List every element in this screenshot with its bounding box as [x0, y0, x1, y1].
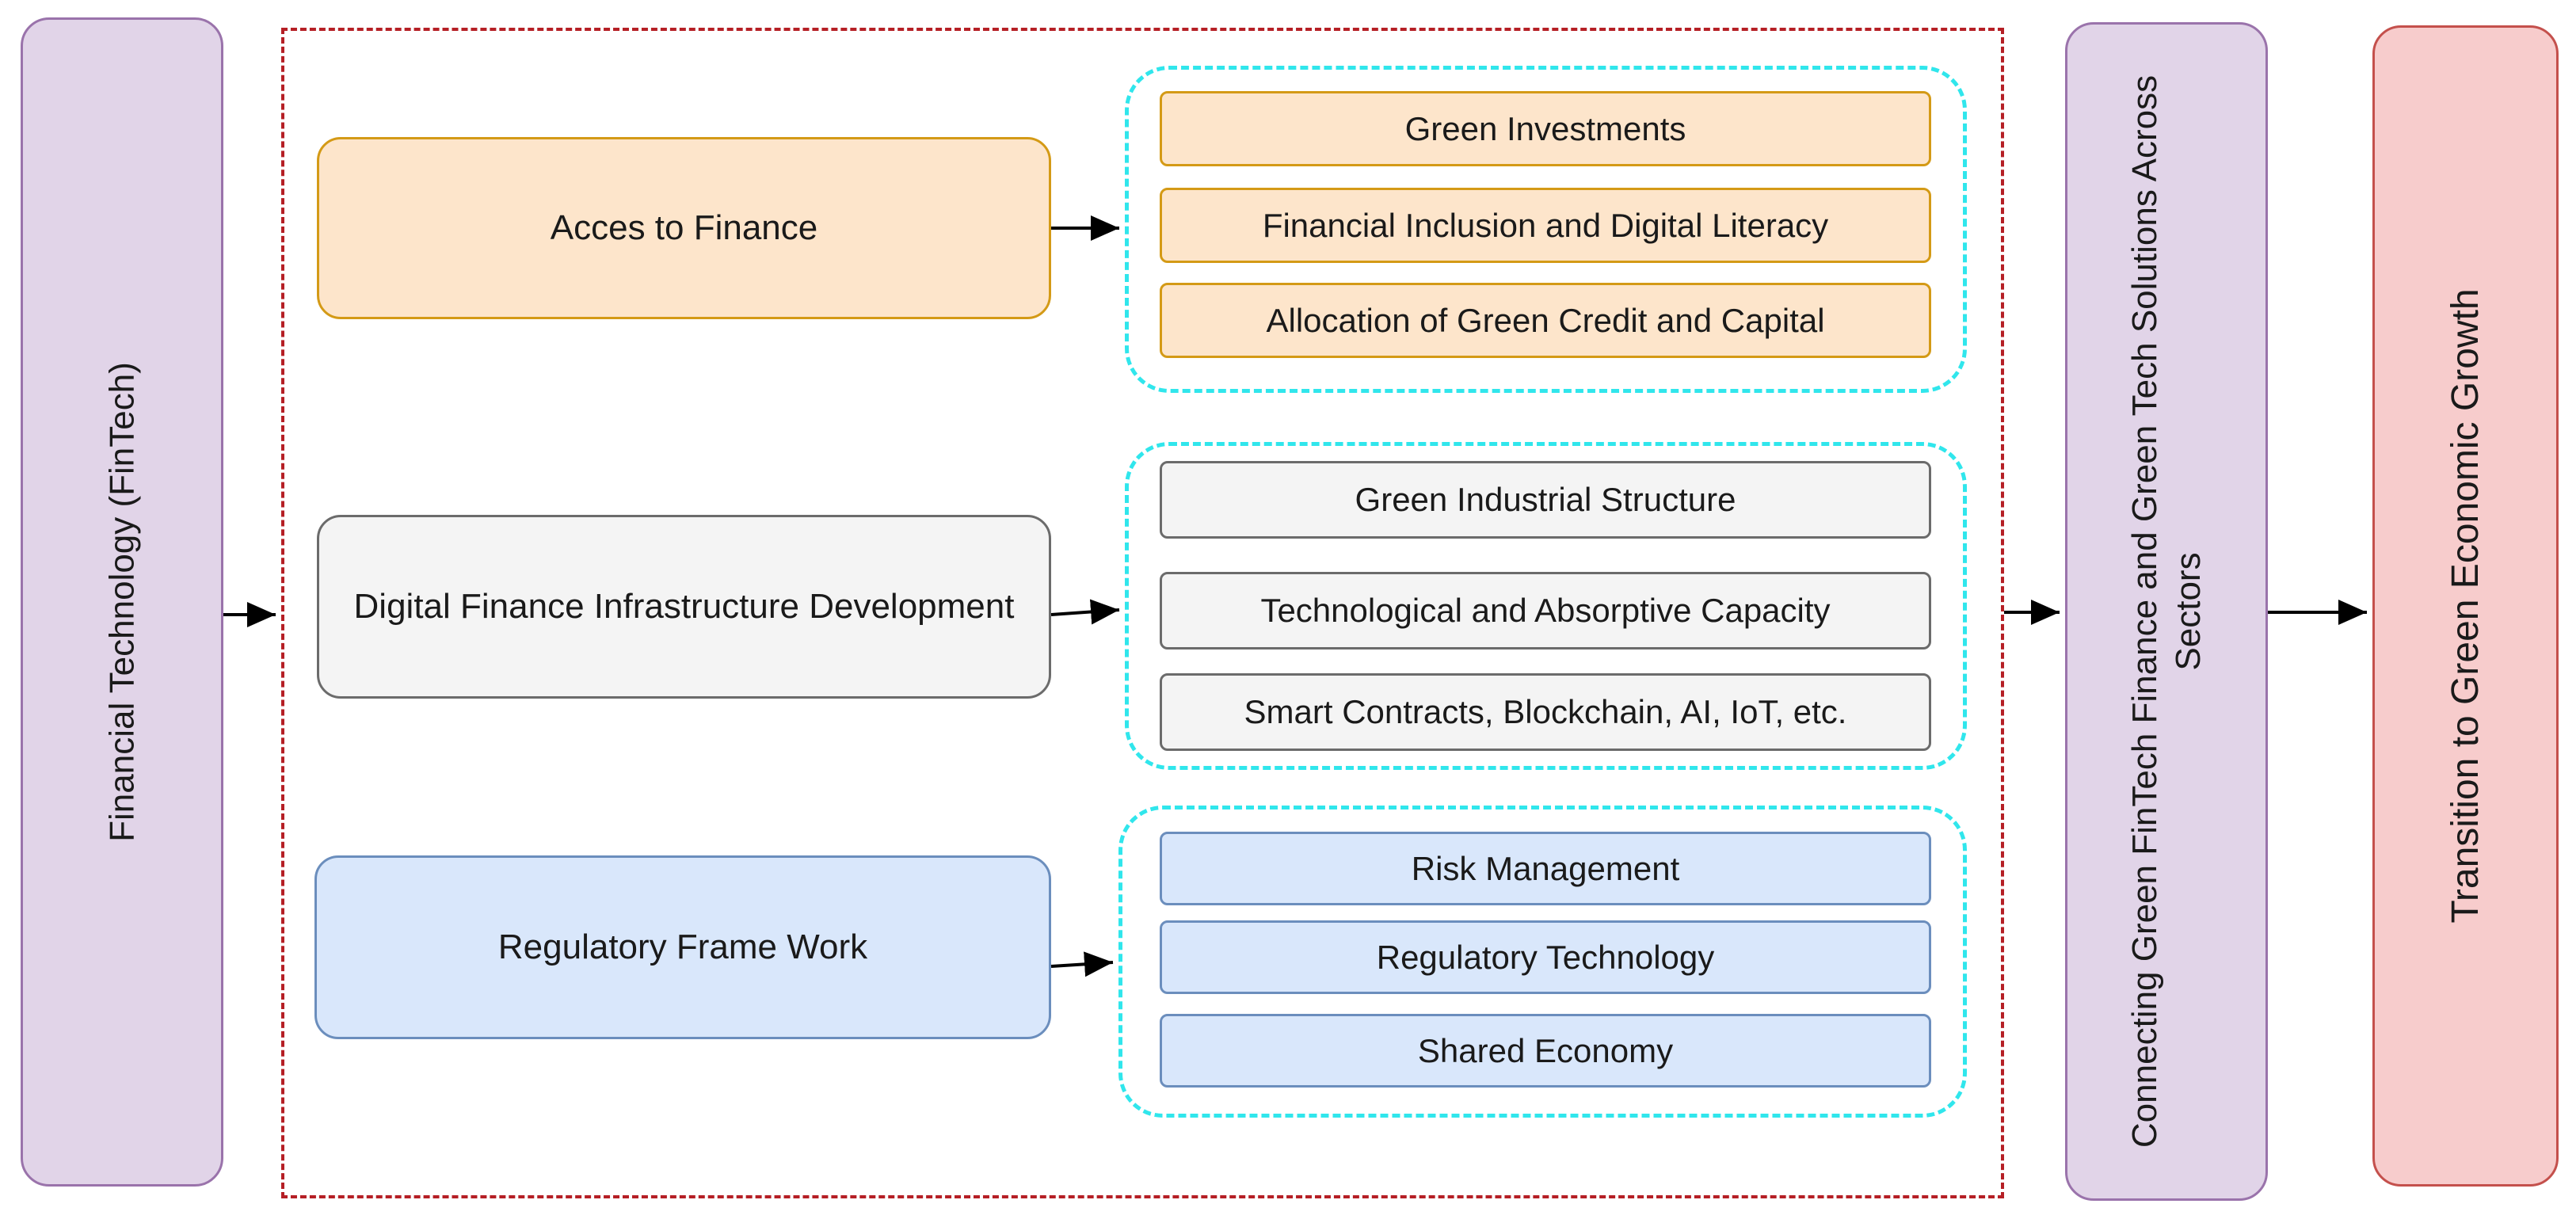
fintech-box: Financial Technology (FinTech) [21, 17, 223, 1187]
connecting-green-fintech-box: Connecting Green FinTech Finance and Gre… [2065, 22, 2268, 1201]
item-shared-economy: Shared Economy [1160, 1014, 1931, 1088]
access-to-finance-group [1125, 66, 1967, 393]
item-smart-contracts: Smart Contracts, Blockchain, AI, IoT, et… [1160, 673, 1931, 751]
item-green-industrial-structure: Green Industrial Structure [1160, 461, 1931, 539]
channels-container [281, 28, 2004, 1198]
item-allocation-green-credit: Allocation of Green Credit and Capital [1160, 283, 1931, 358]
item-financial-inclusion: Financial Inclusion and Digital Literacy [1160, 188, 1931, 263]
digital-finance-infrastructure-group [1125, 442, 1967, 770]
regulatory-framework-label: Regulatory Frame Work [497, 928, 868, 966]
digital-finance-infrastructure-label: Digital Finance Infrastructure Developme… [353, 587, 1015, 626]
green-growth-box: Transition to Green Economic Growth [2372, 25, 2559, 1187]
arrow-regulatory-to-group [1050, 951, 1114, 977]
digital-finance-infrastructure-box: Digital Finance Infrastructure Developme… [317, 515, 1051, 699]
access-to-finance-label: Acces to Finance [550, 208, 818, 247]
item-technological-capacity: Technological and Absorptive Capacity [1160, 572, 1931, 649]
item-regulatory-technology: Regulatory Technology [1160, 920, 1931, 994]
regulatory-framework-box: Regulatory Frame Work [314, 855, 1051, 1039]
item-risk-management: Risk Management [1160, 832, 1931, 905]
access-to-finance-box: Acces to Finance [317, 137, 1051, 319]
arrow-infrastructure-to-group [1050, 599, 1120, 625]
item-green-investments: Green Investments [1160, 91, 1931, 166]
regulatory-framework-group [1118, 806, 1967, 1118]
